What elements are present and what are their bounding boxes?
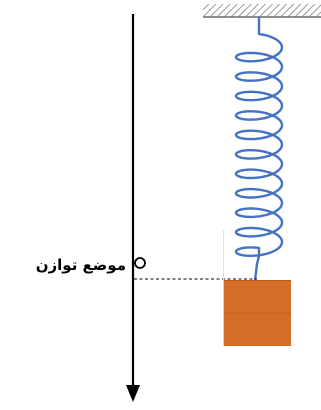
axis-arrowhead — [126, 385, 140, 402]
position-axis — [126, 14, 140, 402]
equilibrium-marker — [134, 257, 257, 280]
mass-block — [223, 280, 291, 346]
equilibrium-label-text: موضع توازن — [35, 256, 126, 274]
ceiling-hatch — [203, 4, 321, 17]
spring-coil — [234, 17, 284, 281]
origin-circle — [134, 257, 146, 269]
ceiling-support — [203, 4, 321, 18]
spring — [234, 17, 284, 281]
